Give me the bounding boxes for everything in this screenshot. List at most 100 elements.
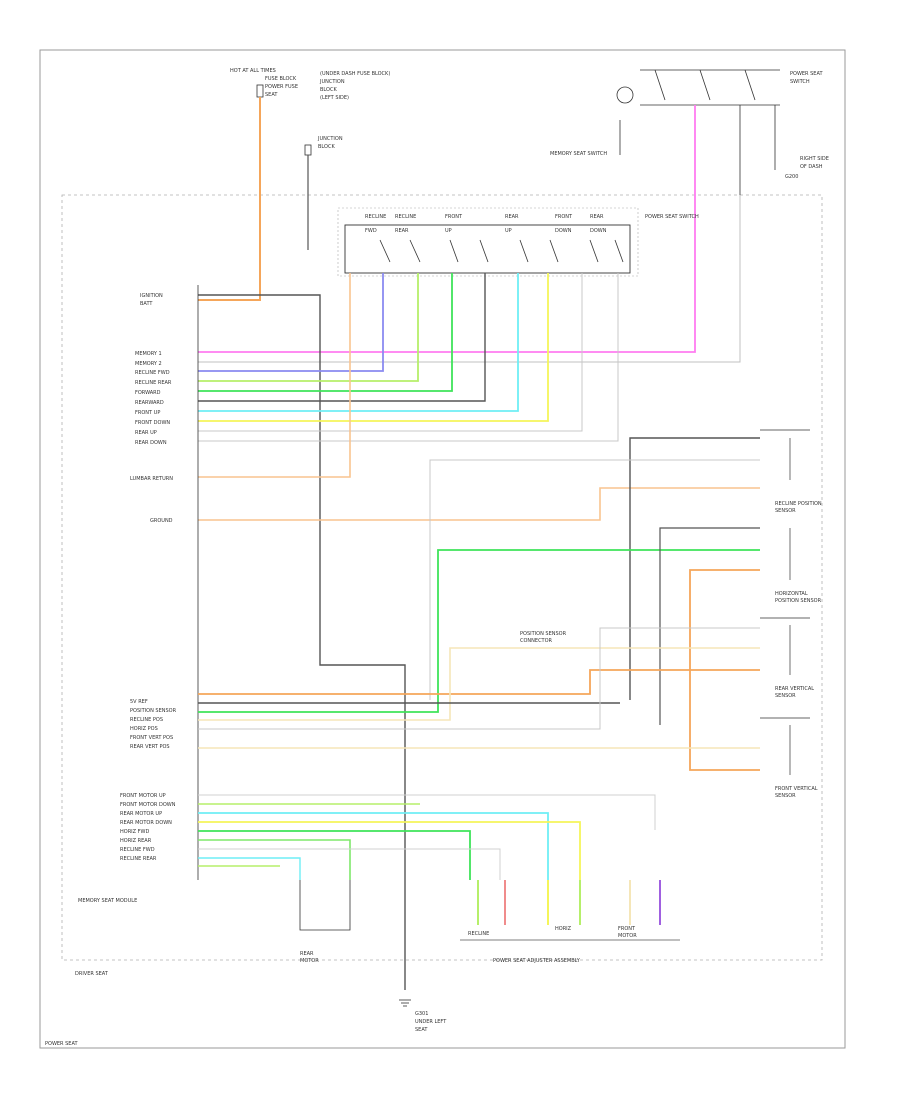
wire-orange-lumbar [198, 273, 351, 478]
row-c-6: RECLINE FWD [120, 847, 155, 853]
horiz-sensor-label-2: POSITION SENSOR [775, 598, 822, 604]
row-b-1: POSITION SENSOR [130, 708, 177, 714]
wire-green-1 [198, 273, 453, 392]
wire-orange-sensor [198, 669, 760, 695]
ground-label-top: G200 [785, 174, 798, 180]
switch-sub-2: UP [445, 228, 452, 234]
small-motor-loop [299, 880, 351, 931]
switch-label-2: FRONT [445, 214, 463, 220]
ground-symbol [399, 999, 411, 1007]
vert-rear-label: REAR [300, 951, 314, 957]
fuse-desc-label: (UNDER DASH FUSE BLOCK) [320, 71, 390, 77]
recline-sensor-label-2: SENSOR [775, 508, 796, 514]
horiz-sensor-label: HORIZONTAL [775, 591, 808, 597]
junction-label-3: (LEFT SIDE) [320, 95, 349, 101]
ground-right-label: RIGHT SIDE [800, 156, 829, 162]
vert-front-label: FRONT [618, 926, 636, 932]
assembly-label: POWER SEAT ADJUSTER ASSEMBLY [493, 958, 581, 964]
row-b-5: REAR VERT POS [130, 744, 170, 750]
row-c-3: REAR MOTOR DOWN [120, 820, 172, 826]
row-a-5: REARWARD [135, 400, 164, 406]
switch-label-5: REAR [590, 214, 604, 220]
fuse-block-label: FUSE BLOCK [265, 76, 297, 82]
vert-front-label-2: MOTOR [618, 933, 637, 939]
power-fuse-label: POWER FUSE [265, 84, 298, 90]
module-label: MEMORY SEAT MODULE [78, 898, 137, 904]
wire-gray-2 [198, 273, 619, 442]
wire-lightgray-m1 [198, 794, 656, 830]
bottom-labels: RECLINE HORIZ FRONT MOTOR REAR MOTOR POW… [45, 926, 637, 1047]
row-b-2: RECLINE POS [130, 717, 163, 723]
row-b-3: HORIZ POS [130, 726, 158, 732]
horiz-label: HORIZ [555, 926, 572, 932]
row-c-1: FRONT MOTOR DOWN [120, 802, 176, 808]
row-a-4: FORWARD [135, 390, 161, 396]
left-labels: IGNITION BATT MEMORY 1 MEMORY 2 RECLINE … [78, 293, 177, 904]
rear-sensor-label-2: SENSOR [775, 693, 796, 699]
wire-cyan-m2 [198, 857, 301, 880]
relay-area: POWER SEAT SWITCH MEMORY SEAT SWITCH RIG… [550, 69, 829, 195]
row-a-9: REAR DOWN [135, 440, 167, 446]
junction-label-2: BLOCK [320, 87, 337, 93]
wire-lightgray-m2 [198, 848, 501, 880]
switch-sub-0: FWD [365, 228, 377, 234]
wire-green-sensor [198, 549, 760, 713]
footer-label: POWER SEAT [45, 1041, 78, 1047]
bottom-ground-label-2: UNDER LEFT [415, 1019, 447, 1025]
row-a-6: FRONT UP [135, 410, 160, 416]
row-a-8: REAR UP [135, 430, 157, 436]
shared-connector-label: POSITION SENSOR [520, 631, 567, 637]
switch-sub-1: REAR [395, 228, 409, 234]
row-a-7: FRONT DOWN [135, 420, 170, 426]
wire-orange-feed [198, 97, 261, 301]
wire-black-right [629, 437, 760, 700]
row-a-2: RECLINE FWD [135, 370, 170, 376]
fuse-symbol-2 [304, 144, 312, 156]
ground-left-label: GROUND [150, 518, 173, 524]
wire-pink [198, 105, 696, 353]
row-a-1: MEMORY 2 [135, 361, 162, 367]
row-c-5: HORIZ REAR [120, 838, 152, 844]
switch-block-dashed [337, 207, 639, 277]
row-c-4: HORIZ FWD [120, 829, 149, 835]
switch-block-label: POWER SEAT SWITCH [645, 214, 699, 220]
row-c-0: FRONT MOTOR UP [120, 793, 166, 799]
wire-black-1 [198, 273, 486, 402]
wire-lightgreen [198, 273, 419, 382]
relay-right-label: POWER SEAT [790, 71, 823, 77]
recline-motor-label: RECLINE [468, 931, 489, 937]
wire-yellow-1 [198, 273, 549, 422]
row-c-7: RECLINE REAR [120, 856, 157, 862]
connector-label-2: BLOCK [318, 144, 335, 150]
wire-gray-right-2 [429, 459, 760, 700]
vert-rear-label-2: MOTOR [300, 958, 319, 964]
wire-blue [198, 273, 384, 372]
relay-top-label: MEMORY SEAT SWITCH [550, 151, 607, 157]
hot-label: HOT AT ALL TIMES [230, 68, 276, 74]
fuse-symbol [256, 84, 264, 98]
switch-label-0: RECLINE [365, 214, 386, 220]
rear-sensor-label: REAR VERTICAL [775, 686, 814, 692]
wire-yellow-m [198, 821, 581, 880]
row-b-4: FRONT VERT POS [130, 735, 173, 741]
switch-sub-4: DOWN [555, 228, 572, 234]
bottom-ground-label-3: SEAT [415, 1027, 428, 1033]
switch-block [344, 224, 631, 274]
connector-label: JUNCTION [317, 136, 343, 142]
relay-right-label-2: SWITCH [790, 79, 810, 85]
battery-label: BATT [140, 301, 153, 307]
bottom-ground-label: G301 [415, 1011, 428, 1017]
row-c-2: REAR MOTOR UP [120, 811, 162, 817]
module-boundary [61, 194, 823, 961]
seat-label: SEAT [265, 92, 278, 98]
junction-label: JUNCTION [319, 79, 345, 85]
outer-frame [39, 49, 846, 1049]
power-seat-switch: RECLINE RECLINE FRONT REAR FRONT REAR FW… [337, 207, 699, 277]
row-a-3: RECLINE REAR [135, 380, 172, 386]
recline-sensor-label: RECLINE POSITION [775, 501, 822, 507]
shared-connector-label-2: CONNECTOR [520, 638, 553, 644]
relay-coil [616, 86, 634, 104]
wire-green-m2 [198, 830, 471, 880]
wire-gray-lower [198, 627, 760, 730]
